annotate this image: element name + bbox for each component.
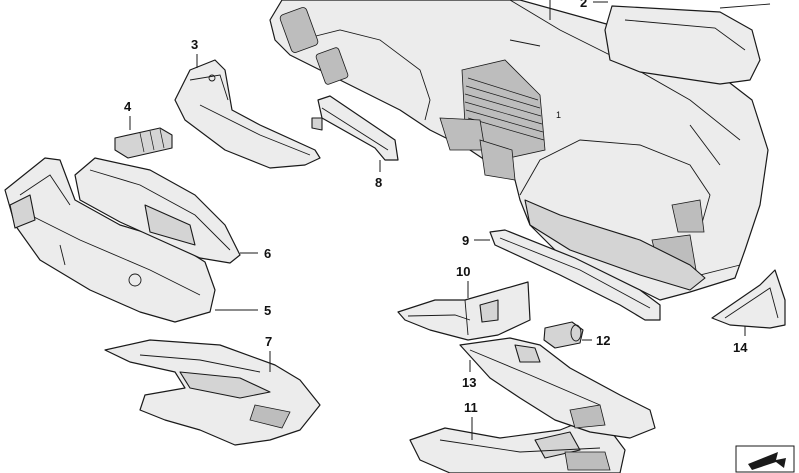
- part-6-knee-panel: [74, 157, 241, 264]
- part-8-bracket: [311, 95, 399, 161]
- part-13-lower-trim: [459, 337, 656, 439]
- part-7-insulation: [104, 339, 321, 446]
- diagram-page-arrow-icon: [735, 445, 795, 473]
- callout-11: 11: [464, 400, 478, 415]
- callout-5: 5: [264, 303, 271, 318]
- part-2-glovebox-cover: [604, 3, 771, 85]
- callout-10: 10: [456, 264, 470, 279]
- part-1-dashboard: 1: [269, 0, 769, 301]
- part-9-strip: [489, 229, 661, 321]
- part-12-plug: [543, 321, 584, 349]
- part-5-lower-trim: [4, 157, 216, 323]
- callout-7: 7: [265, 334, 272, 349]
- callout-1: 1: [556, 110, 561, 120]
- part-10-duct: [397, 281, 531, 341]
- part-14-end-cap: [711, 269, 786, 329]
- part-11-lower-cover: [409, 417, 626, 473]
- callout-8: 8: [375, 175, 382, 190]
- callout-12: 12: [596, 333, 610, 348]
- part-3-bracket: [174, 59, 321, 169]
- callout-2: 2: [580, 0, 587, 10]
- part-4-clip: [114, 127, 173, 159]
- callout-4: 4: [124, 99, 132, 114]
- callout-14: 14: [733, 340, 748, 355]
- callout-9: 9: [462, 233, 469, 248]
- callout-6: 6: [264, 246, 271, 261]
- callout-3: 3: [191, 37, 198, 52]
- callout-13: 13: [462, 375, 476, 390]
